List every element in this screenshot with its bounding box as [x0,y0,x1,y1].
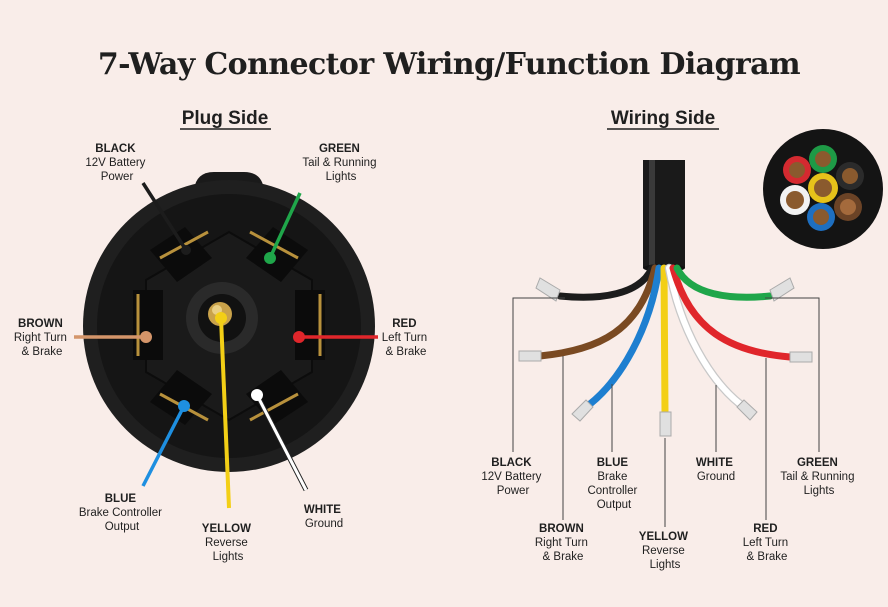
plug-pointer-blue [141,400,190,487]
wire-white [664,263,758,421]
plug-label-red: RED Left Turn & Brake [382,318,431,358]
leader-black [512,297,565,452]
wire-yellow [659,264,672,437]
plug-pointer-yellow [215,312,231,509]
plug-label-brown: BROWN Right Turn & Brake [14,318,70,358]
terminal-red-slot [295,290,325,360]
terminal-white-slot [246,370,308,425]
terminal-green-slot [246,227,308,282]
terminal-brown-slot [133,290,163,360]
wiring-leader-lines [512,297,820,527]
wiring-label-blue: BLUE Brake Controller Output [587,457,640,511]
cable-jacket [643,160,685,272]
plug-label-yellow: YELLOW Reverse Lights [202,523,254,563]
wire-red [669,264,813,363]
cable-cross-section-photo [763,129,883,249]
plug-label-green: GREEN Tail & Running Lights [302,143,379,183]
plug-label-black: BLACK 12V Battery Power [85,143,148,183]
wire-brown [518,264,659,362]
plug-label-white: WHITE Ground [304,504,344,530]
plug-pointer-brown [74,331,152,343]
plug-pointer-white [251,389,309,492]
wiring-label-green: GREEN Tail & Running Lights [780,457,857,497]
wiring-label-black: BLACK 12V Battery Power [481,457,544,497]
plug-side-heading: Plug Side [182,108,269,129]
wiring-label-brown: BROWN Right Turn & Brake [535,523,591,563]
plug-connector [83,172,375,472]
plug-label-blue: BLUE Brake Controller Output [79,493,165,533]
wiring-label-white: WHITE Ground [696,457,736,483]
wiring-label-yellow: YELLOW Reverse Lights [639,531,691,571]
plug-pointer-green [264,192,302,264]
plug-pointer-black [141,182,191,255]
wire-black [535,264,656,302]
diagram-title: 7-Way Connector Wiring/Function Diagram [98,47,801,82]
wire-green [673,264,795,302]
wire-blue [571,264,663,422]
plug-pointer-red [293,331,378,343]
leader-green [765,297,820,452]
wiring-side-heading: Wiring Side [611,108,715,129]
wiring-label-red: RED Left Turn & Brake [743,523,792,563]
